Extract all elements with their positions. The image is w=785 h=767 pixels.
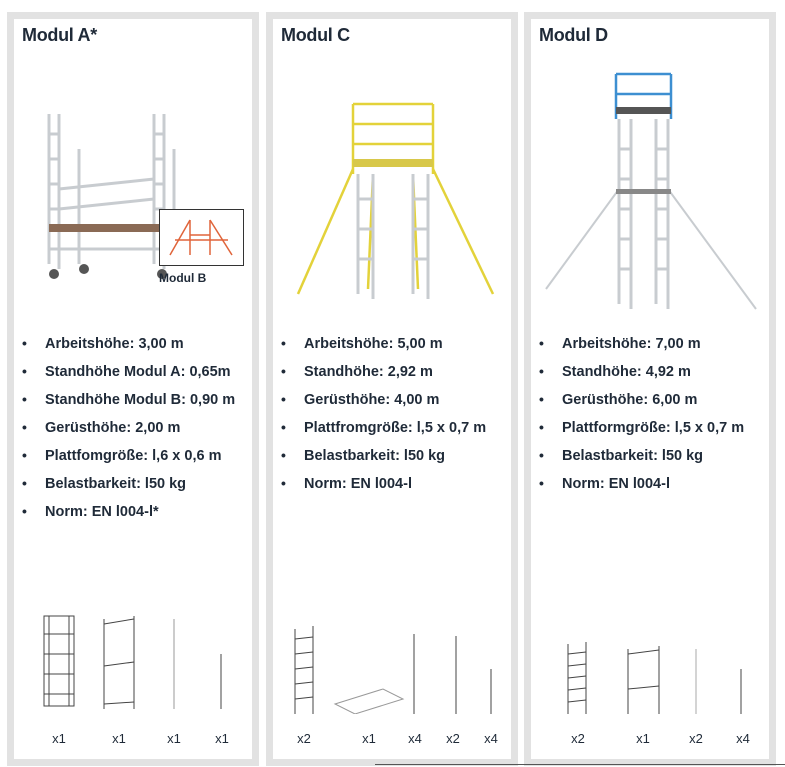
part-count: x2: [689, 731, 703, 746]
parts-illustration: [294, 626, 492, 714]
spec-item: •Norm: EN l004-l: [281, 475, 412, 492]
parts-counts: x1 x1 x1 x1: [14, 731, 252, 751]
spec-item: •Belastbarkeit: l50 kg: [22, 475, 187, 492]
spec-list: •Arbeitshöhe: 7,00 m •Standhöhe: 4,92 m …: [539, 333, 744, 501]
module-d-scaffold-image: [545, 72, 757, 310]
spec-item: •Gerüsthöhe: 2,00 m: [22, 419, 181, 436]
spec-item: •Gerüsthöhe: 6,00 m: [539, 391, 698, 408]
module-title: Modul A*: [22, 25, 97, 45]
part-count: x1: [112, 731, 126, 746]
spec-item: •Arbeitshöhe: 7,00 m: [539, 335, 701, 352]
part-count: x2: [446, 731, 460, 746]
part-count: x2: [297, 731, 311, 746]
parts-counts: x2 x1 x2 x4: [531, 731, 769, 751]
parts-counts: x2 x1 x4 x2 x4: [273, 731, 511, 751]
part-count: x1: [167, 731, 181, 746]
module-d-panel: Modul D •Arbeitshöhe: 7,00 m •Standhöhe:…: [524, 12, 776, 766]
spec-list: •Arbeitshöhe: 5,00 m •Standhöhe: 2,92 m …: [281, 333, 486, 501]
spec-item: •Standhöhe Modul B: 0,90 m: [22, 391, 236, 408]
module-a-panel: Modul A* Modul B •Arbeitshöhe: 3,00 m •S…: [7, 12, 259, 766]
divider: [375, 764, 785, 765]
part-count: x1: [215, 731, 229, 746]
part-count: x4: [408, 731, 422, 746]
module-c-scaffold-image: [296, 102, 495, 299]
module-c-panel: Modul C •Arbeitshöhe: 5,00 m •Standhöhe:…: [266, 12, 518, 766]
spec-item: •Norm: EN l004-l: [539, 475, 670, 492]
spec-item: •Standhöhe: 4,92 m: [539, 363, 691, 380]
part-count: x4: [484, 731, 498, 746]
spec-item: •Belastbarkeit: l50 kg: [281, 447, 446, 464]
spec-item: •Standhöhe: 2,92 m: [281, 363, 433, 380]
module-b-inset-image: [159, 209, 244, 266]
part-count: x4: [736, 731, 750, 746]
spec-item: •Gerüsthöhe: 4,00 m: [281, 391, 440, 408]
module-a-scaffold-image: [47, 114, 176, 279]
module-title: Modul D: [539, 25, 608, 45]
spec-item: •Plattfromgröße: l,5 x 0,7 m: [281, 419, 487, 436]
parts-illustration: [43, 615, 222, 709]
spec-item: •Standhöhe Modul A: 0,65m: [22, 363, 231, 380]
parts-illustration: [567, 642, 742, 714]
spec-list: •Arbeitshöhe: 3,00 m •Standhöhe Modul A:…: [22, 333, 235, 529]
module-b-label: Modul B: [159, 271, 207, 285]
part-count: x2: [571, 731, 585, 746]
spec-item: •Plattformgröße: l,5 x 0,7 m: [539, 419, 745, 436]
part-count: x1: [52, 731, 66, 746]
spec-item: •Arbeitshöhe: 5,00 m: [281, 335, 443, 352]
module-title: Modul C: [281, 25, 350, 45]
spec-item: •Plattfomgröße: l,6 x 0,6 m: [22, 447, 222, 464]
spec-item: •Norm: EN l004-l*: [22, 503, 159, 520]
part-count: x1: [636, 731, 650, 746]
spec-item: •Arbeitshöhe: 3,00 m: [22, 335, 184, 352]
part-count: x1: [362, 731, 376, 746]
spec-item: •Belastbarkeit: l50 kg: [539, 447, 704, 464]
